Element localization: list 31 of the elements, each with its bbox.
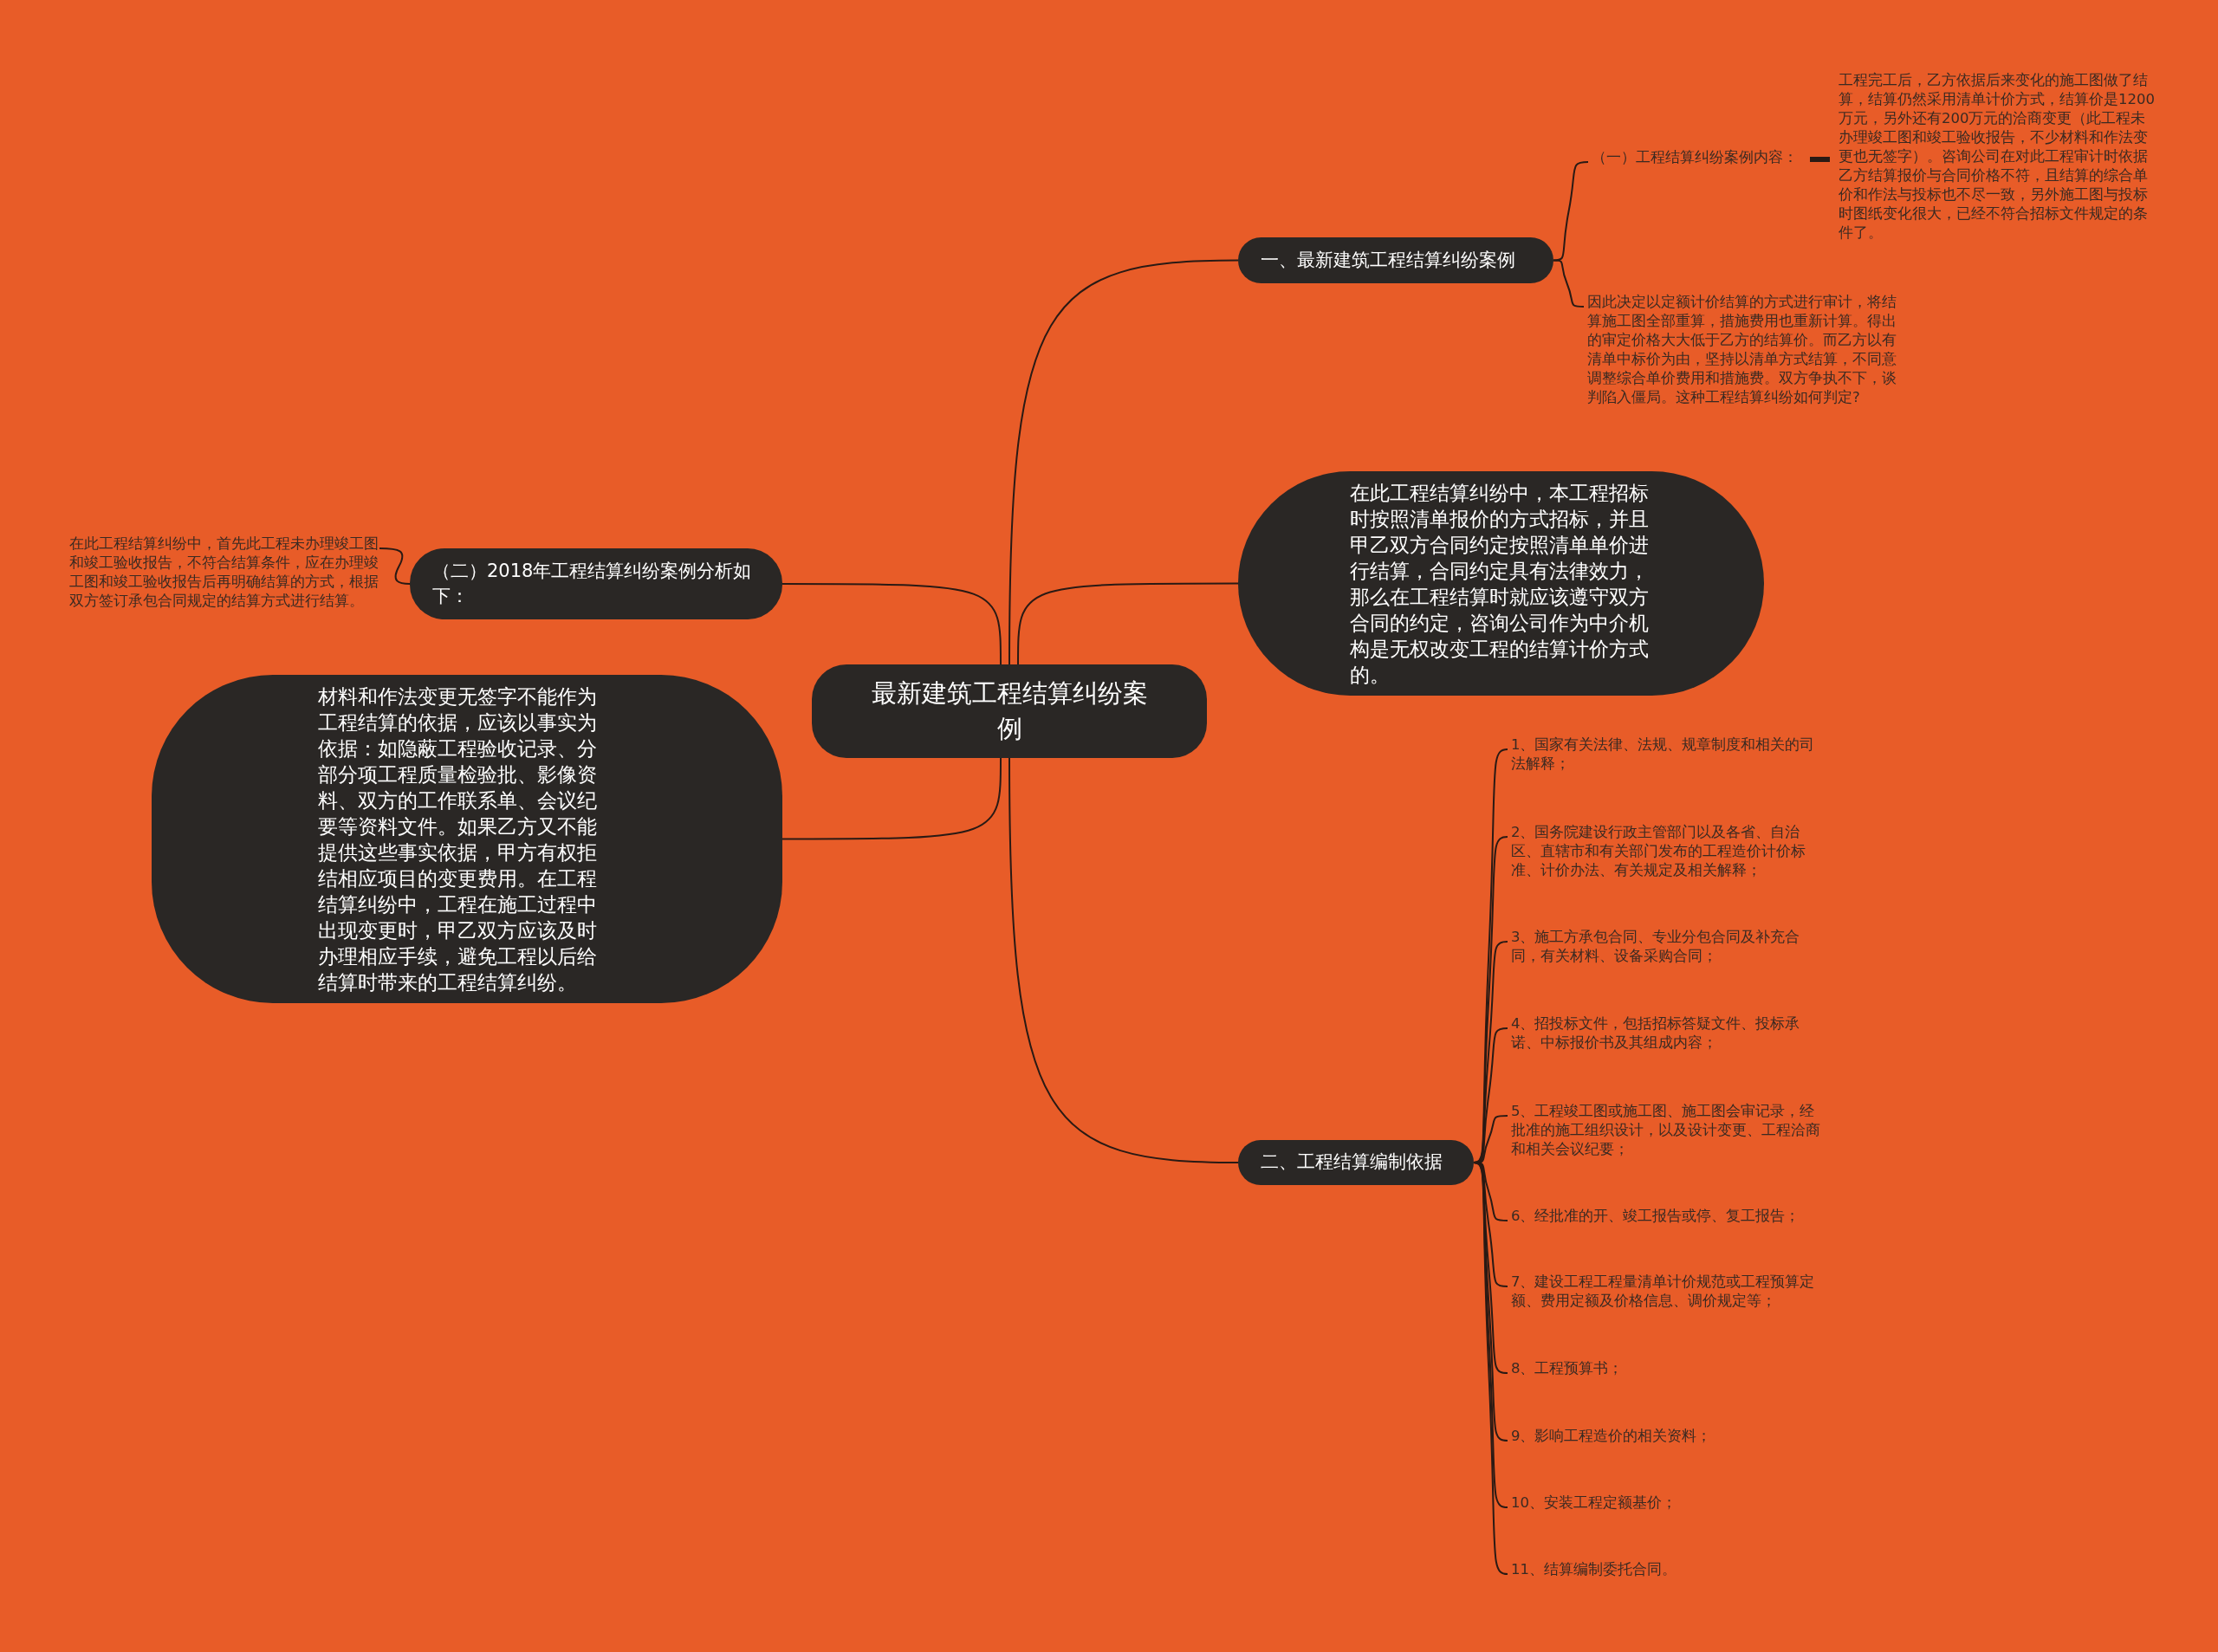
topic-pill: 最新建筑工程结算纠纷案例 <box>812 664 1207 758</box>
topic-bubble: 在此工程结算纠纷中，本工程招标时按照清单报价的方式招标，并且甲乙双方合同约定按照清单单价进行结算，合同约定具有法律效力，那么在工程结算时就应该遵守双方合同的约定，咨询公司作为中介机构是无权改变工程的结算计价方式的。 <box>1238 471 1764 696</box>
topic-pill: 二、工程结算编制依据 <box>1238 1140 1474 1185</box>
note-text: 2、国务院建设行政主管部门以及各省、自治区、直辖市和有关部门发布的工程造价计价标准、计价办法、有关规定及相关解释； <box>1511 823 1827 880</box>
note-text: 工程完工后，乙方依据后来变化的施工图做了结算，结算仍然采用清单计价方式，结算价是1200万元，另外还有200万元的洽商变更（此工程未办理竣工图和竣工验收报告，不少材料和作法变更也无签字）。咨询公司在对此工程审计时依据乙方结算报价与合同价格不符，且结算的综合单价和作法与投标也不尽一致，另外施工图与投标时图纸变化很大，已经不符合招标文件规定的条件了。 <box>1839 71 2159 243</box>
topic-pill: （二）2018年工程结算纠纷案例分析如下： <box>410 548 782 619</box>
note-text: 在此工程结算纠纷中，首先此工程未办理竣工图和竣工验收报告，不符合结算条件，应在办理竣工图和竣工验收报告后再明确结算的方式，根据双方签订承包合同规定的结算方式进行结算。 <box>69 534 383 611</box>
note-text: 10、安装工程定额基价； <box>1511 1493 1827 1513</box>
connector-line <box>781 757 1002 840</box>
connector-line <box>1008 259 1239 665</box>
connector-line <box>1810 157 1830 162</box>
note-text: 因此决定以定额计价结算的方式进行审计，将结算施工图全部重算，措施费用也重新计算。得出的审定价格大大低于乙方的结算价。而乙方以有清单中标价为由，坚持以清单方式结算，不同意调整综合单价费用和措施费。双方争执不下，谈判陷入僵局。这种工程结算纠纷如何判定? <box>1587 293 1904 407</box>
connector-line <box>1473 1162 1508 1575</box>
note-text: 9、影响工程造价的相关资料； <box>1511 1427 1827 1446</box>
note-text: 8、工程预算书； <box>1511 1359 1827 1378</box>
connector-line <box>781 583 1002 665</box>
note-text: 5、工程竣工图或施工图、施工图会审记录，经批准的施工组织设计，以及设计变更、工程洽商和相关会议纪要； <box>1511 1102 1827 1159</box>
connector-line <box>1553 161 1589 262</box>
topic-pill: 一、最新建筑工程结算纠纷案例 <box>1238 237 1553 283</box>
connector-line <box>1017 582 1239 665</box>
note-text: 3、施工方承包合同、专业分包合同及补充合同，有关材料、设备采购合同； <box>1511 928 1827 966</box>
note-text: 6、经批准的开、竣工报告或停、复工报告； <box>1511 1207 1827 1226</box>
connector-line <box>1553 259 1585 308</box>
topic-bubble: 材料和作法变更无签字不能作为工程结算的依据，应该以事实为依据：如隐蔽工程验收记录、分部分项工程质量检验批、影像资料、双方的工作联系单、会议纪要等资料文件。如果乙方又不能提供这些事实依据，甲方有权拒结相应项目的变更费用。在工程结算纠纷中，工程在施工过程中出现变更时，甲乙双方应该及时办理相应手续，避免工程以后给结算时带来的工程结算纠纷。 <box>152 675 782 1003</box>
note-text: 7、建设工程工程量清单计价规范或工程预算定额、费用定额及价格信息、调价规定等； <box>1511 1273 1827 1311</box>
connector-line <box>1008 757 1239 1163</box>
note-text: 1、国家有关法律、法规、规章制度和相关的司法解释； <box>1511 735 1827 774</box>
note-text: 4、招投标文件，包括招标答疑文件、投标承诺、中标报价书及其组成内容； <box>1511 1014 1827 1053</box>
note-text: 11、结算编制委托合同。 <box>1511 1560 1827 1579</box>
connector-line <box>379 547 411 585</box>
note-text: （一）工程结算纠纷案例内容： <box>1592 148 1808 167</box>
